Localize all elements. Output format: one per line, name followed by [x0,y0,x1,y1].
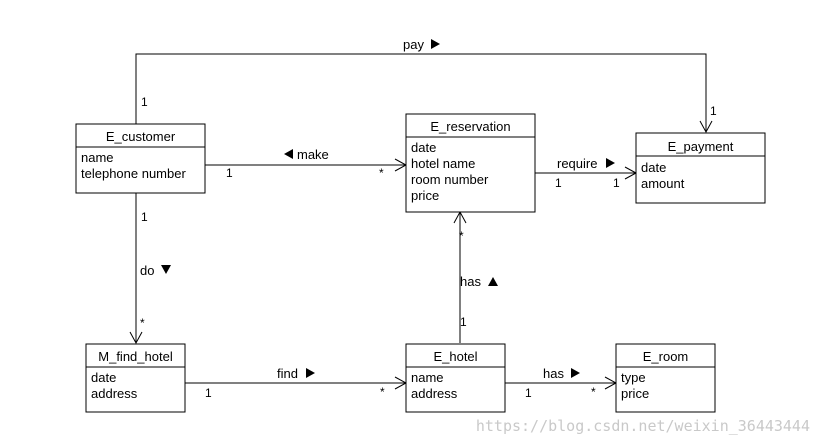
class-attribute: hotel name [411,156,475,171]
class-e-reservation[interactable]: E_reservation date hotel name room numbe… [405,113,536,213]
class-attribute: date [641,160,666,175]
class-attribute: date [411,140,436,155]
class-name: M_find_hotel [98,349,173,364]
class-name: E_hotel [433,349,477,364]
class-attribute: price [411,188,439,203]
pay-label: pay [403,37,424,52]
has-room-target-multiplicity: * [591,385,596,399]
class-name: E_payment [668,139,734,154]
pay-arrowhead [699,120,713,134]
do-source-multiplicity: 1 [141,210,148,224]
class-attribute: name [81,150,114,165]
class-attribute: date [91,370,116,385]
pay-source-multiplicity: 1 [141,95,148,109]
class-attribute: room number [411,172,489,187]
has-reservation-label: has [460,274,481,289]
make-direction-left-icon [284,149,293,159]
has-room-direction-right-icon [571,368,580,378]
find-source-multiplicity: 1 [205,386,212,400]
class-e-room[interactable]: E_room type price [615,343,716,413]
require-direction-right-icon [606,158,615,168]
has-room-label: has [543,366,564,381]
class-attribute: telephone number [81,166,186,181]
class-attribute: price [621,386,649,401]
require-source-multiplicity: 1 [555,176,562,190]
pay-target-multiplicity: 1 [710,104,717,118]
class-e-payment[interactable]: E_payment date amount [635,132,766,204]
do-direction-down-icon [161,265,171,274]
pay-association-line [135,53,707,132]
class-name: E_room [643,349,689,364]
find-label: find [277,366,298,381]
class-e-customer[interactable]: E_customer name telephone number [75,123,206,194]
class-attribute: name [411,370,444,385]
has-reservation-source-multiplicity: 1 [460,315,467,329]
class-name: E_reservation [430,119,510,134]
make-label: make [297,147,329,162]
make-source-multiplicity: 1 [226,166,233,180]
watermark-url: https://blog.csdn.net/weixin_36443444 [476,417,810,435]
class-attribute: amount [641,176,685,191]
class-e-hotel[interactable]: E_hotel name address [405,343,506,413]
find-direction-right-icon [306,368,315,378]
do-label: do [140,263,154,278]
do-arrowhead [129,331,143,345]
has-room-source-multiplicity: 1 [525,386,532,400]
make-target-multiplicity: * [379,166,384,180]
find-target-multiplicity: * [380,385,385,399]
has-reservation-direction-up-icon [488,277,498,286]
class-attribute: address [411,386,458,401]
class-attribute: type [621,370,646,385]
pay-direction-right-icon [431,39,440,49]
require-target-multiplicity: 1 [613,176,620,190]
class-name: E_customer [106,129,176,144]
require-label: require [557,156,597,171]
class-attribute: address [91,386,138,401]
has-reservation-target-multiplicity: * [459,229,464,243]
do-target-multiplicity: * [140,316,145,330]
class-m-find-hotel[interactable]: M_find_hotel date address [85,343,186,413]
